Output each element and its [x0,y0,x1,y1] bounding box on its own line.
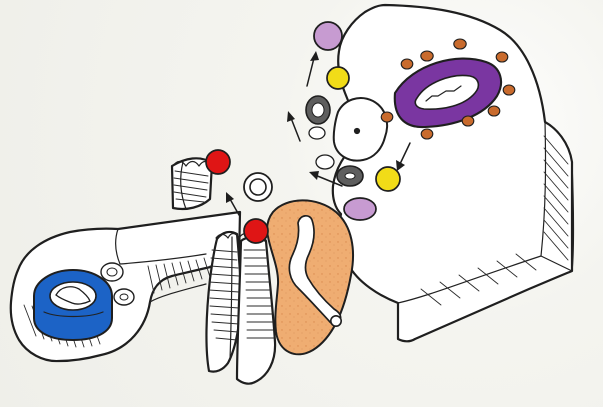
left-arm-bottom-edge [150,284,206,302]
orange-tissue [267,200,353,354]
red-cell-upper [206,150,230,174]
arrow-up-2 [291,118,300,141]
small-white-cell-2 [316,155,334,169]
yellow-cell-right [376,167,400,191]
arrow-up-1 [307,58,314,86]
central-column-right [237,237,275,383]
right-tissue-block [333,5,572,341]
red-cell-lower [244,219,268,243]
central-white-cell [334,98,387,161]
small-white-cell-1 [309,127,325,139]
blue-cylinder-structure [34,270,112,340]
lavender-cell-bottom [344,198,376,220]
yellow-cell-top [327,67,349,89]
lavender-cell-top [314,22,342,50]
